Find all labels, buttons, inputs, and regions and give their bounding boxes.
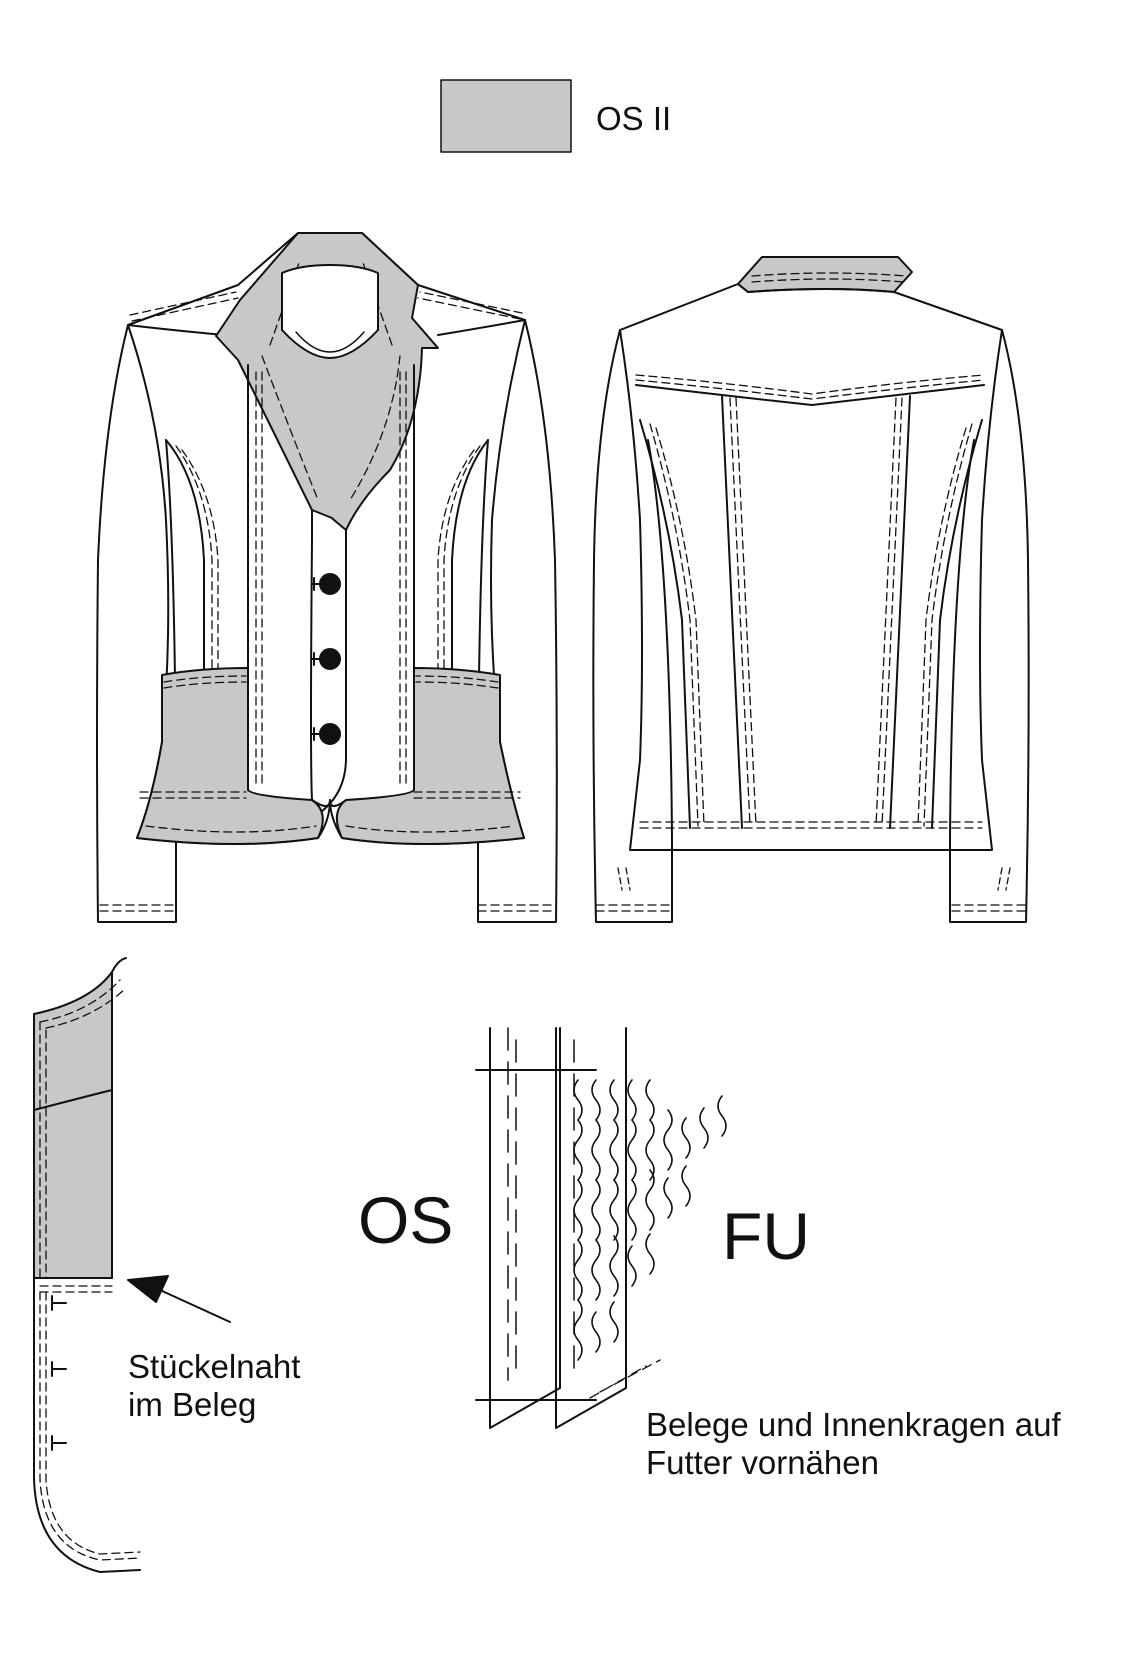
facing-instruction-note: Belege und Innenkragen auf Futter vornäh… [646, 1406, 1061, 1482]
lining-detail [475, 1027, 727, 1429]
legend-label: OS II [596, 100, 672, 137]
front-body-outline [127, 232, 526, 845]
front-buttons [311, 573, 341, 745]
lining-label: FU [722, 1199, 810, 1273]
jacket-front-view [96, 232, 558, 923]
facing-grey-line [33, 1089, 113, 1111]
facing-grey-panel [34, 972, 112, 1278]
lining-strip [555, 1027, 627, 1429]
back-left-sleeve [592, 329, 673, 923]
outer-fabric-strip [489, 1027, 561, 1429]
back-body-outline [619, 283, 1003, 851]
facing-instruction-line2: Futter vornähen [646, 1444, 879, 1481]
outer-fabric-label: OS [358, 1183, 454, 1257]
front-left-sleeve [96, 324, 177, 923]
facing-detail [33, 957, 231, 1573]
jacket-back-view [592, 256, 1030, 923]
front-collar [215, 232, 439, 531]
facing-instruction-line1: Belege und Innenkragen auf [646, 1406, 1061, 1443]
front-right-lower-panel [335, 667, 525, 845]
piecing-seam-note: Stückelnaht im Beleg [128, 1348, 300, 1424]
back-right-sleeve [949, 329, 1030, 923]
seam-pointer-arrow [159, 1289, 231, 1323]
legend-swatch [440, 79, 572, 153]
front-right-sleeve [477, 319, 558, 923]
lining-hatching [573, 1079, 727, 1361]
front-left-lower-panel [136, 667, 324, 845]
seam-arrowhead [127, 1275, 169, 1303]
piecing-seam-note-line1: Stückelnaht [128, 1348, 301, 1385]
piecing-seam-note-line2: im Beleg [128, 1386, 257, 1423]
